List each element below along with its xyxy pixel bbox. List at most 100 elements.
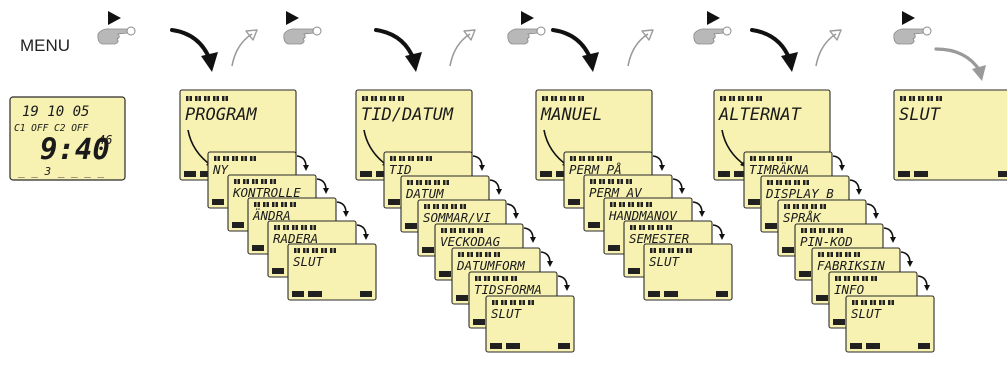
left-softkey <box>734 171 748 177</box>
next-item-arrow-icon <box>900 251 913 267</box>
esc-softkey-label: ESC <box>233 223 241 229</box>
esc-softkey <box>588 222 600 228</box>
menu-header-title: TID/DATUM <box>361 105 454 125</box>
esc-softkey-label: ESC <box>389 200 397 206</box>
menu-item-label: HANDMANOV <box>608 208 678 223</box>
ok-softkey-label: OK <box>919 344 925 350</box>
ok-softkey <box>998 171 1007 177</box>
esc-softkey-label: ESC <box>589 223 597 229</box>
next-item-arrow-icon <box>712 224 725 240</box>
next-item-arrow-icon <box>849 179 862 195</box>
left-softkey <box>376 171 390 177</box>
left-softkey-label: ◄ <box>312 292 315 298</box>
esc-softkey <box>718 171 730 177</box>
esc-softkey-label: ESC <box>629 269 637 275</box>
menu-header-title: SLUT <box>899 105 942 125</box>
esc-softkey <box>292 291 304 297</box>
menu-item-label: RADERA <box>273 231 318 246</box>
next-item-arrow-icon <box>540 251 553 267</box>
home-seconds: 46 <box>98 133 112 147</box>
esc-softkey-label: ESC <box>649 292 657 298</box>
esc-softkey <box>232 222 244 228</box>
left-softkey-label: ◄ <box>918 172 921 178</box>
left-softkey <box>506 343 520 349</box>
home-date: 19 10 05 <box>22 104 89 120</box>
next-item-arrow-icon <box>652 155 665 171</box>
menu-header-title: ALTERNAT <box>718 105 803 125</box>
next-item-arrow-icon <box>523 227 536 243</box>
menu-item-label: SLUT <box>851 306 883 321</box>
esc-softkey <box>833 319 845 325</box>
menu-item-lcd <box>845 295 935 353</box>
menu-item-label: DISPLAY B <box>765 186 834 201</box>
left-softkey-label: ◄ <box>668 292 671 298</box>
esc-softkey <box>252 245 264 251</box>
menu-item-label: NY <box>212 162 230 177</box>
pointing-hand-icon <box>893 26 932 45</box>
curved-arrow-down-icon <box>750 28 798 72</box>
menu-item-label: SLUT <box>649 254 681 269</box>
menu-item-label: PERM AV <box>589 185 643 200</box>
next-item-arrow-icon <box>506 203 519 219</box>
next-item-arrow-icon <box>336 201 349 217</box>
menu-item-lcd <box>643 243 733 301</box>
menu-item-label: SPRÅK <box>783 210 822 225</box>
pointing-hand-icon <box>693 26 732 45</box>
menu-item-label: SEMESTER <box>629 231 690 246</box>
esc-softkey-label: ESC <box>423 248 431 254</box>
esc-softkey <box>568 199 580 205</box>
esc-softkey-label: ESC <box>361 172 369 178</box>
esc-softkey <box>765 223 777 229</box>
menu-item-lcd <box>287 243 377 301</box>
next-item-arrow-icon <box>866 203 879 219</box>
menu-item-label: DATUM <box>405 186 444 201</box>
esc-softkey-label: ESC <box>491 344 499 350</box>
menu-item-label: TID <box>389 162 412 177</box>
left-softkey <box>914 171 928 177</box>
home-lcd-frame <box>9 96 126 181</box>
left-softkey-label: ◄ <box>510 344 513 350</box>
menu-label: MENU <box>20 36 70 55</box>
esc-softkey <box>748 199 760 205</box>
ok-softkey <box>716 291 728 297</box>
menu-item-label: SOMMAR/VI <box>423 210 491 225</box>
home-time: 9:40 <box>40 132 110 166</box>
menu-groups: PROGRAMESC◄NYESC◄KONTROLLEESC◄ÄNDRAESC◄R… <box>179 89 1007 353</box>
home-channels: C1 OFF C2 OFF <box>14 123 89 134</box>
left-softkey <box>308 291 322 297</box>
esc-softkey-label: ESC <box>185 172 193 178</box>
next-item-arrow-icon <box>472 155 485 171</box>
curved-arrow-up-icon <box>627 29 654 67</box>
esc-softkey <box>490 343 502 349</box>
esc-softkey <box>898 171 910 177</box>
esc-softkey <box>388 199 400 205</box>
play-arrow-icon <box>521 11 534 25</box>
menu-item-lcd <box>485 295 575 353</box>
next-item-arrow-icon <box>832 155 845 171</box>
esc-softkey <box>456 295 468 301</box>
esc-softkey <box>360 171 372 177</box>
esc-softkey <box>850 343 862 349</box>
esc-softkey-label: ESC <box>440 272 448 278</box>
next-item-arrow-icon <box>356 224 369 240</box>
left-softkey <box>664 291 678 297</box>
curved-arrow-down-icon <box>934 47 986 81</box>
next-item-arrow-icon <box>316 178 329 194</box>
menu-item-label: TIMRÄKNA <box>749 162 809 177</box>
next-item-arrow-icon <box>489 179 502 195</box>
esc-softkey <box>184 171 196 177</box>
menu-item-label: DATUMFORM <box>456 258 525 273</box>
esc-softkey <box>782 247 794 253</box>
ok-softkey-label: OK <box>559 344 565 350</box>
curved-arrow-down-icon <box>374 28 422 72</box>
left-softkey-label: ◄ <box>560 172 563 178</box>
left-softkey-label: ◄ <box>870 344 873 350</box>
ok-softkey-label: OK <box>717 292 723 298</box>
next-item-arrow-icon <box>883 227 896 243</box>
curved-arrow-down-icon <box>170 28 218 72</box>
menu-group-program: PROGRAMESC◄NYESC◄KONTROLLEESC◄ÄNDRAESC◄R… <box>179 89 377 301</box>
ok-softkey <box>360 291 372 297</box>
